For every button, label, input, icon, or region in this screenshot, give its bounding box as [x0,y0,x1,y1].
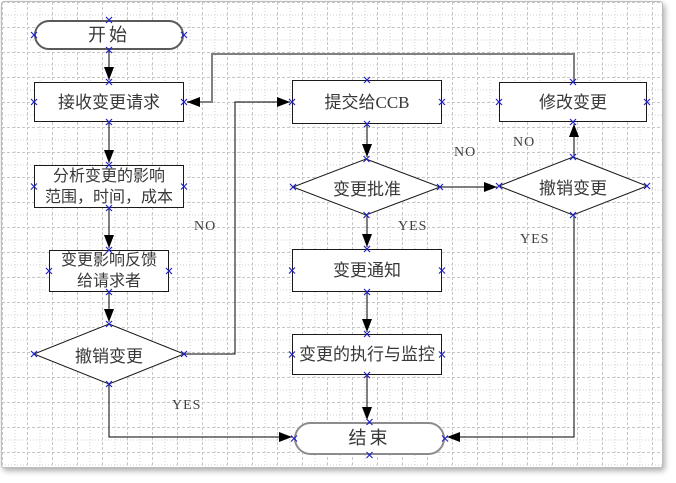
edge-modify-receive-feedback[interactable] [187,53,575,107]
node-receive-change-request[interactable]: 接收变更请求 [34,82,184,122]
node-feedback-to-requester[interactable]: 变更影响反馈 给请求者 [49,250,169,292]
edge-label-no-approve: NO [454,145,477,160]
flowchart-canvas: 开始 接收变更请求 分析变更的影响 范围，时间，成本 变更影响反馈 给请求者 撤… [1,1,663,468]
node-change-execution-monitoring[interactable]: 变更的执行与监控 [292,334,442,375]
edge-label-yes-cancel-left: YES [172,398,202,413]
node-change-notification[interactable]: 变更通知 [292,249,442,292]
diagram-base-layer [2,2,662,467]
edge-label-yes-cancel-right: YES [520,232,550,247]
edge-cancel-left-submit-no[interactable] [184,97,290,355]
node-end[interactable]: 结束 [294,422,445,455]
edge-cancel-left-end-yes[interactable] [108,384,292,442]
node-cancel-change-left-label[interactable]: 撤销变更 [75,346,143,366]
node-start[interactable]: 开始 [34,20,184,50]
edge-label-no-cancel-left: NO [194,219,217,234]
grid-background [2,2,662,467]
node-cancel-change-right-label[interactable]: 撤销变更 [539,178,607,198]
node-modify-change[interactable]: 修改变更 [499,82,647,122]
edge-label-no-cancel-right: NO [513,135,536,150]
node-submit-to-ccb[interactable]: 提交给CCB [292,80,442,124]
node-change-approved-label[interactable]: 变更批准 [333,179,401,199]
node-analyze-change-impact[interactable]: 分析变更的影响 范围，时间，成本 [34,165,184,208]
edge-cancel-right-end-yes[interactable] [447,215,575,442]
edge-label-yes-approve: YES [398,219,428,234]
